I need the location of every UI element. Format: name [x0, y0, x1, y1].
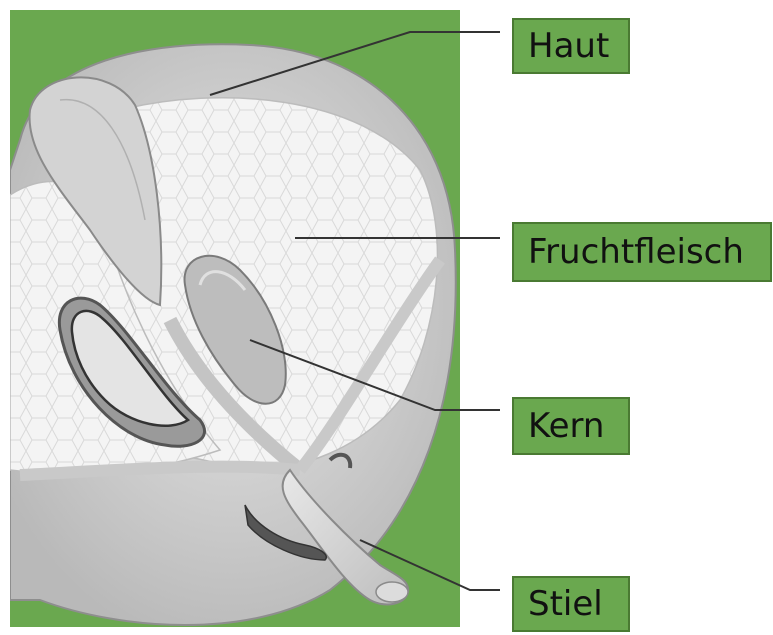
label-stiel-text: Stiel: [528, 587, 603, 621]
label-haut-text: Haut: [528, 29, 609, 63]
label-haut: Haut: [512, 18, 630, 74]
label-fruchtfleisch: Fruchtfleisch: [512, 222, 772, 282]
label-fruchtfleisch-text: Fruchtfleisch: [528, 235, 744, 269]
label-stiel: Stiel: [512, 576, 630, 632]
label-kern: Kern: [512, 397, 630, 455]
label-kern-text: Kern: [528, 409, 604, 443]
